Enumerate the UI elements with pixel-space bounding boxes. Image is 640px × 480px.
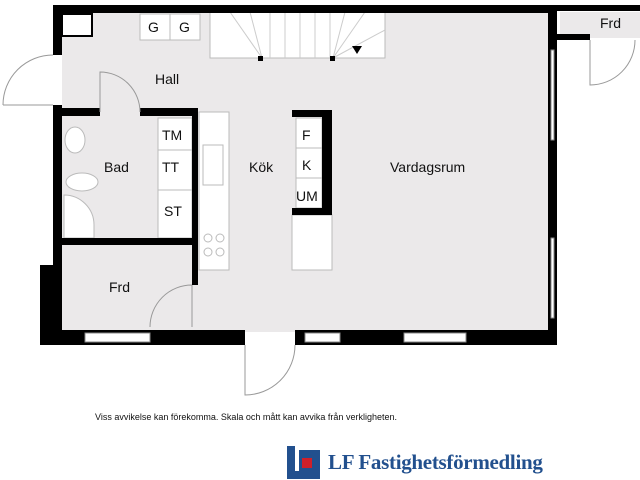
staircase: [229, 11, 386, 61]
appliance-label-um: UM: [296, 188, 318, 204]
room-label-frd-bottom: Frd: [109, 279, 130, 295]
appliance-label-g2: G: [179, 19, 190, 35]
room-label-frd-top: Frd: [600, 15, 621, 31]
appliance-label-tt: TT: [162, 159, 180, 175]
room-label-bad: Bad: [104, 159, 129, 175]
windows: [84, 49, 555, 343]
appliance-label-tm: TM: [162, 127, 182, 143]
appliance-label-k: K: [302, 157, 312, 173]
appliance-label-f: F: [302, 127, 311, 143]
disclaimer-text: Viss avvikelse kan förekomma. Skala och …: [95, 412, 397, 422]
appliance-label-g1: G: [148, 19, 159, 35]
room-label-kok: Kök: [249, 159, 274, 175]
appliance-label-st: ST: [164, 203, 182, 219]
room-label-vardagsrum: Vardagsrum: [390, 159, 465, 175]
door-swings: [2, 39, 636, 396]
brand-name: LF Fastighetsförmedling: [328, 450, 543, 474]
room-label-hall: Hall: [155, 71, 179, 87]
brand-logo-icon: [287, 446, 320, 479]
